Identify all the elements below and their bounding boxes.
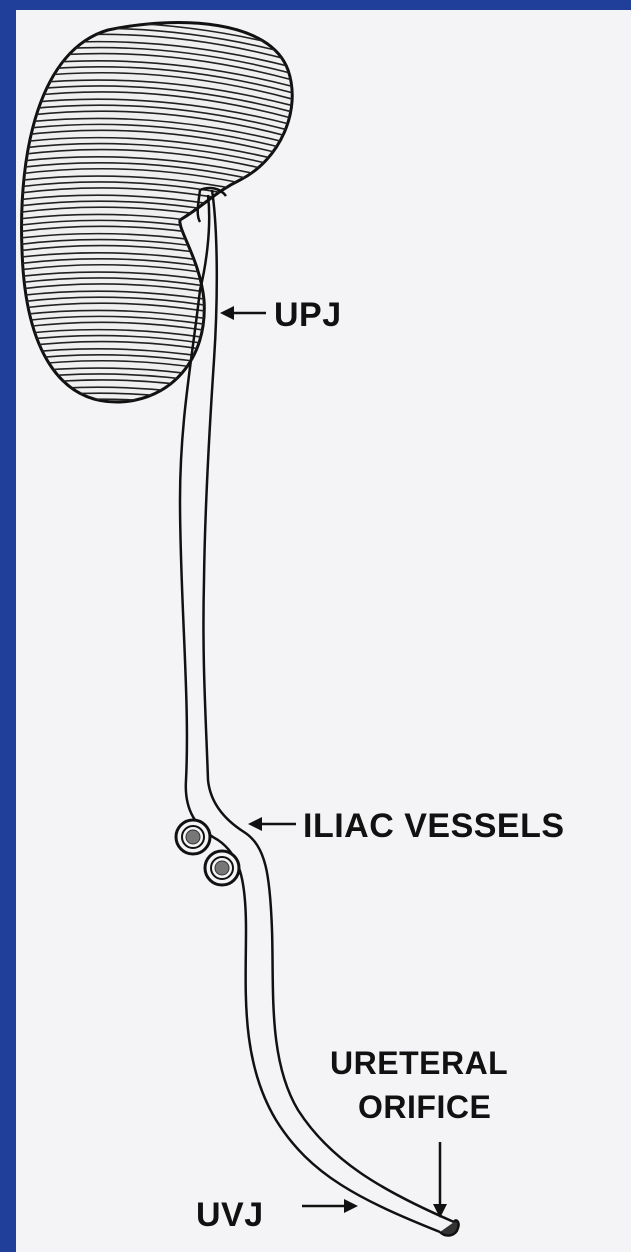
label-uvj: UVJ bbox=[196, 1196, 264, 1234]
label-orifice: ORIFICE bbox=[358, 1089, 491, 1125]
iliac-vessel-upper bbox=[176, 820, 210, 854]
kidney-hatch-line bbox=[10, 393, 300, 421]
iliac-arrow bbox=[248, 817, 296, 831]
uvj-arrow bbox=[302, 1199, 358, 1213]
label-ureteral: URETERAL bbox=[330, 1045, 508, 1081]
upj-arrow bbox=[220, 306, 266, 320]
kidney-outline bbox=[22, 23, 293, 402]
label-iliac-vessels: ILIAC VESSELS bbox=[303, 807, 565, 845]
kidney-hatch-line bbox=[10, 399, 300, 427]
label-upj: UPJ bbox=[274, 296, 342, 334]
iliac-vessel-lower bbox=[205, 851, 239, 885]
orifice-arrow bbox=[433, 1142, 447, 1218]
ureteral-orifice-end bbox=[440, 1220, 459, 1235]
